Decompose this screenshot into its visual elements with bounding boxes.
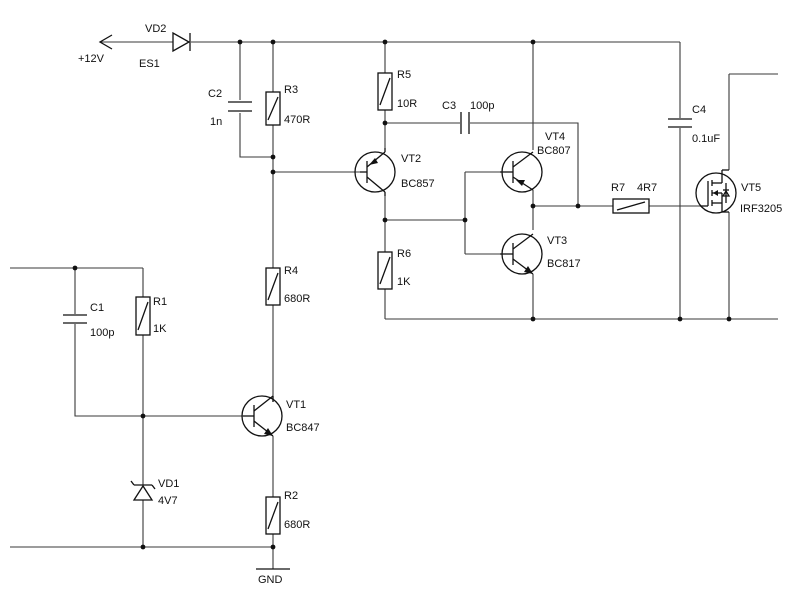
junction-dot [72,265,78,271]
diode-vd2: VD2 ES1 [139,23,191,70]
r3-value: 470R [284,114,310,126]
junction-dot [530,203,536,209]
junction-dot [382,120,388,126]
ground-label: GND [258,574,283,586]
r5-value: 10R [397,98,417,110]
r7-designator: R7 [611,182,625,194]
vd2-value: ES1 [139,58,160,70]
r6-designator: R6 [397,248,411,260]
c4-designator: C4 [692,104,706,116]
resistor-r4: R4 680R [265,265,310,306]
vt3-value: BC817 [547,258,581,270]
vt2-value: BC857 [401,178,435,190]
supply-terminal: +12V [78,34,113,65]
junction-dot [382,39,388,45]
resistor-r6: R6 1K [377,248,411,290]
resistor-r1: R1 1K [135,296,167,336]
c4-value: 0.1uF [692,133,720,145]
capacitor-c3: C3 100p [442,100,494,134]
vt1-designator: VT1 [286,399,306,411]
resistor-r2: R2 680R [265,490,310,535]
resistor-r5: R5 10R [377,69,417,111]
r6-value: 1K [397,276,411,288]
supply-label: +12V [78,53,105,65]
junction-dot [382,217,388,223]
r1-designator: R1 [153,296,167,308]
junction-dot [237,39,243,45]
capacitor-c1: C1 100p [63,302,114,339]
resistor-r3: R3 470R [265,84,310,126]
r3-designator: R3 [284,84,298,96]
junction-dot [270,544,276,550]
junction-dot [270,154,276,160]
junction-dot [575,203,581,209]
c2-designator: C2 [208,88,222,100]
junction-dot [677,316,683,322]
r4-value: 680R [284,293,310,305]
c3-designator: C3 [442,100,456,112]
junction-dot [726,316,732,322]
r2-designator: R2 [284,490,298,502]
junction-dot [462,217,468,223]
junction-dot [270,169,276,175]
c1-designator: C1 [90,302,104,314]
vd1-value: 4V7 [158,495,178,507]
vt3-designator: VT3 [547,235,567,247]
c1-value: 100p [90,327,114,339]
transistor-vt1: VT1 BC847 [241,395,320,437]
transistor-vt4: VT4 BC807 [500,131,571,193]
junction-dot [140,413,146,419]
c2-value: 1n [210,116,222,128]
vd2-designator: VD2 [145,23,166,35]
wires [10,41,778,569]
r2-value: 680R [284,519,310,531]
vt5-value: IRF3205 [740,203,782,215]
capacitor-c2: C2 1n [208,88,252,128]
c3-value: 100p [470,100,494,112]
junction-dot [530,39,536,45]
transistor-vt2: VT2 BC857 [354,148,435,196]
resistor-r7: R7 4R7 [611,182,657,214]
junction-dots [72,39,732,550]
zener-vd1: VD1 4V7 [130,478,179,507]
r5-designator: R5 [397,69,411,81]
junction-dot [270,39,276,45]
junction-dot [140,544,146,550]
vt2-designator: VT2 [401,153,421,165]
vt1-value: BC847 [286,422,320,434]
transistor-vt3: VT3 BC817 [500,233,581,275]
vt5-designator: VT5 [741,182,761,194]
capacitor-c4: C4 0.1uF [668,104,720,145]
vt4-value: BC807 [537,145,571,157]
r1-value: 1K [153,323,167,335]
ground-symbol: GND [256,568,290,586]
r7-value: 4R7 [637,182,657,194]
junction-dot [530,316,536,322]
mosfet-vt5: VT5 IRF3205 [695,169,782,215]
vd1-designator: VD1 [158,478,179,490]
r4-designator: R4 [284,265,298,277]
vt4-designator: VT4 [545,131,565,143]
